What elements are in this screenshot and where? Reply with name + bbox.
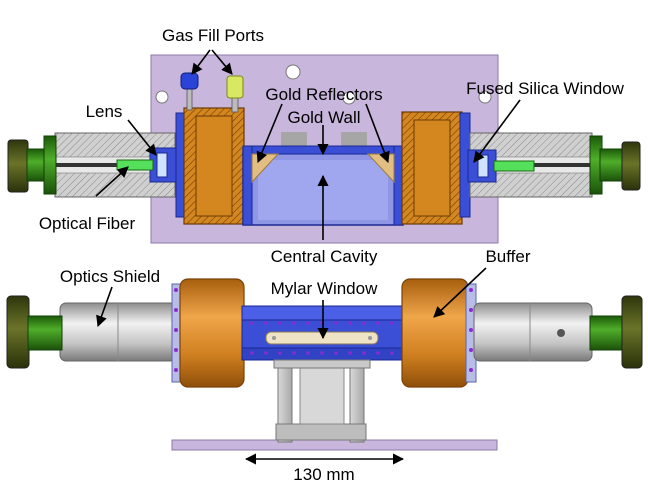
shield-port [557,329,565,337]
arrow-gas-port-blue [191,49,211,75]
left-green-neck [27,315,63,351]
right-optics-shield [473,302,593,362]
cavity-left-wall [242,145,253,226]
label-gold-reflectors: Gold Reflectors [265,85,382,104]
left-buffer [179,278,245,388]
right-lens [477,154,489,178]
arrow-left-reflector [256,103,283,164]
arrow-lens [127,119,157,156]
plate-hole [478,90,492,104]
arrow-optical-fiber [95,166,129,197]
left-fiber-ferrule [116,159,154,171]
plate-hole [285,64,301,80]
cavity-lower-neck [273,359,371,369]
cavity-bolts [250,321,394,355]
right-end-cap-bottom [621,295,643,369]
left-lens [156,152,168,178]
label-gold-wall: Gold Wall [287,108,360,127]
support-block [341,132,367,148]
plate-hole [155,90,169,104]
label-central-cavity: Central Cavity [271,247,378,266]
label-buffer: Buffer [485,247,530,266]
left-fiber-core [55,163,145,167]
gas-port-blue-valve [180,72,199,90]
right-green-flange [599,148,625,182]
left-end-cap-bottom [6,295,30,369]
mylar-screw [368,336,372,340]
label-optical-fiber: Optical Fiber [39,214,136,233]
left-green-collar [43,135,57,195]
mylar-screw [272,336,276,340]
gas-port-yellow-valve [226,75,244,99]
stand-crossbar [275,423,367,441]
right-buffer-inner [413,119,451,217]
right-green-neck [589,315,625,351]
top-cross-section [7,54,641,244]
stand-post [299,361,345,425]
arrow-fused-silica [473,99,521,163]
bottom-exterior-view [6,278,643,451]
label-gas-fill-ports: Gas Fill Ports [162,26,264,45]
right-fiber-ferrule [493,160,535,172]
label-dimension: 130 mm [293,465,354,484]
support-block [281,132,307,148]
arrow-buffer [433,267,487,318]
arrow-right-reflector [365,103,390,164]
callout-arrows [95,49,521,465]
label-optics-shield: Optics Shield [60,267,160,286]
base-plate [171,439,498,451]
plate-hole [342,91,356,105]
mylar-window [265,331,379,345]
arrow-optics-shield [96,286,113,328]
flange-bolts [174,288,473,372]
left-end-cap [7,139,29,193]
label-lens: Lens [86,102,123,121]
label-fused-silica-window: Fused Silica Window [466,79,625,98]
arrow-gas-port-yellow [211,49,233,75]
left-buffer-inner [195,115,233,217]
right-end-cap [621,141,641,191]
label-mylar-window: Mylar Window [271,279,378,298]
right-fiber-core [520,163,592,167]
